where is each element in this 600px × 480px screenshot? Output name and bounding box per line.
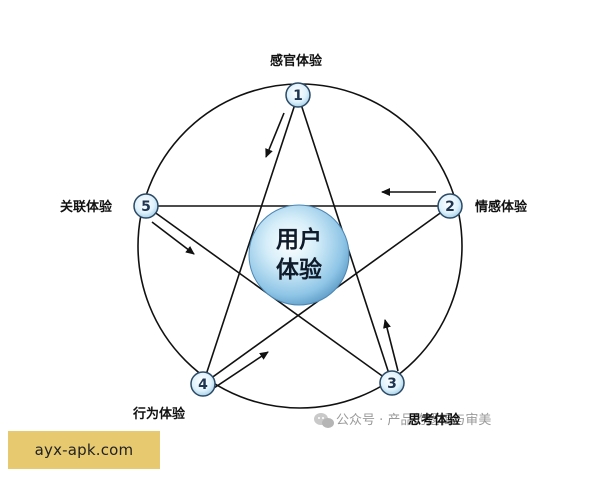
node-4-label: 行为体验 [132,406,186,422]
arrow-4-up [213,351,269,389]
node-1-label: 感官体验 [270,53,323,69]
node-3-label: 思考体验 [408,412,461,428]
node-3-number: 3 [387,376,397,392]
wechat-icon [314,413,334,428]
center-title-line2: 体验 [276,256,322,283]
arrow-1-down [265,112,285,158]
site-badge[interactable]: ayx-apk.com [8,431,160,469]
node-3-circle [379,370,405,396]
node-1: 1 感官体验 [270,53,323,108]
node-5: 5 关联体验 [60,193,159,219]
node-1-circle [285,82,311,108]
node-1-number: 1 [293,88,303,104]
center-title-line1: 用户 [276,226,322,253]
star-line-1-4 [202,94,299,385]
node-2: 2 情感体验 [437,193,528,219]
node-4-number: 4 [198,377,208,393]
node-3: 3 [379,370,405,396]
node-5-circle [133,193,159,219]
center-sphere [248,204,350,306]
node-2-number: 2 [445,199,455,215]
node-5-number: 5 [141,199,151,215]
flow-arrows [151,112,436,389]
node-2-circle [437,193,463,219]
site-badge-text: ayx-apk.com [34,441,134,459]
watermark: 公众号 · 产品的逻辑与审美 [314,412,491,428]
arrow-3-up [383,319,399,372]
node-4-circle [190,371,216,397]
node-2-label: 情感体验 [475,199,528,215]
watermark-text: 公众号 · 产品的逻辑与审美 [336,412,491,428]
node-4: 4 行为体验 [132,371,216,422]
arrow-5-down [151,221,195,255]
node-5-label: 关联体验 [60,199,113,215]
